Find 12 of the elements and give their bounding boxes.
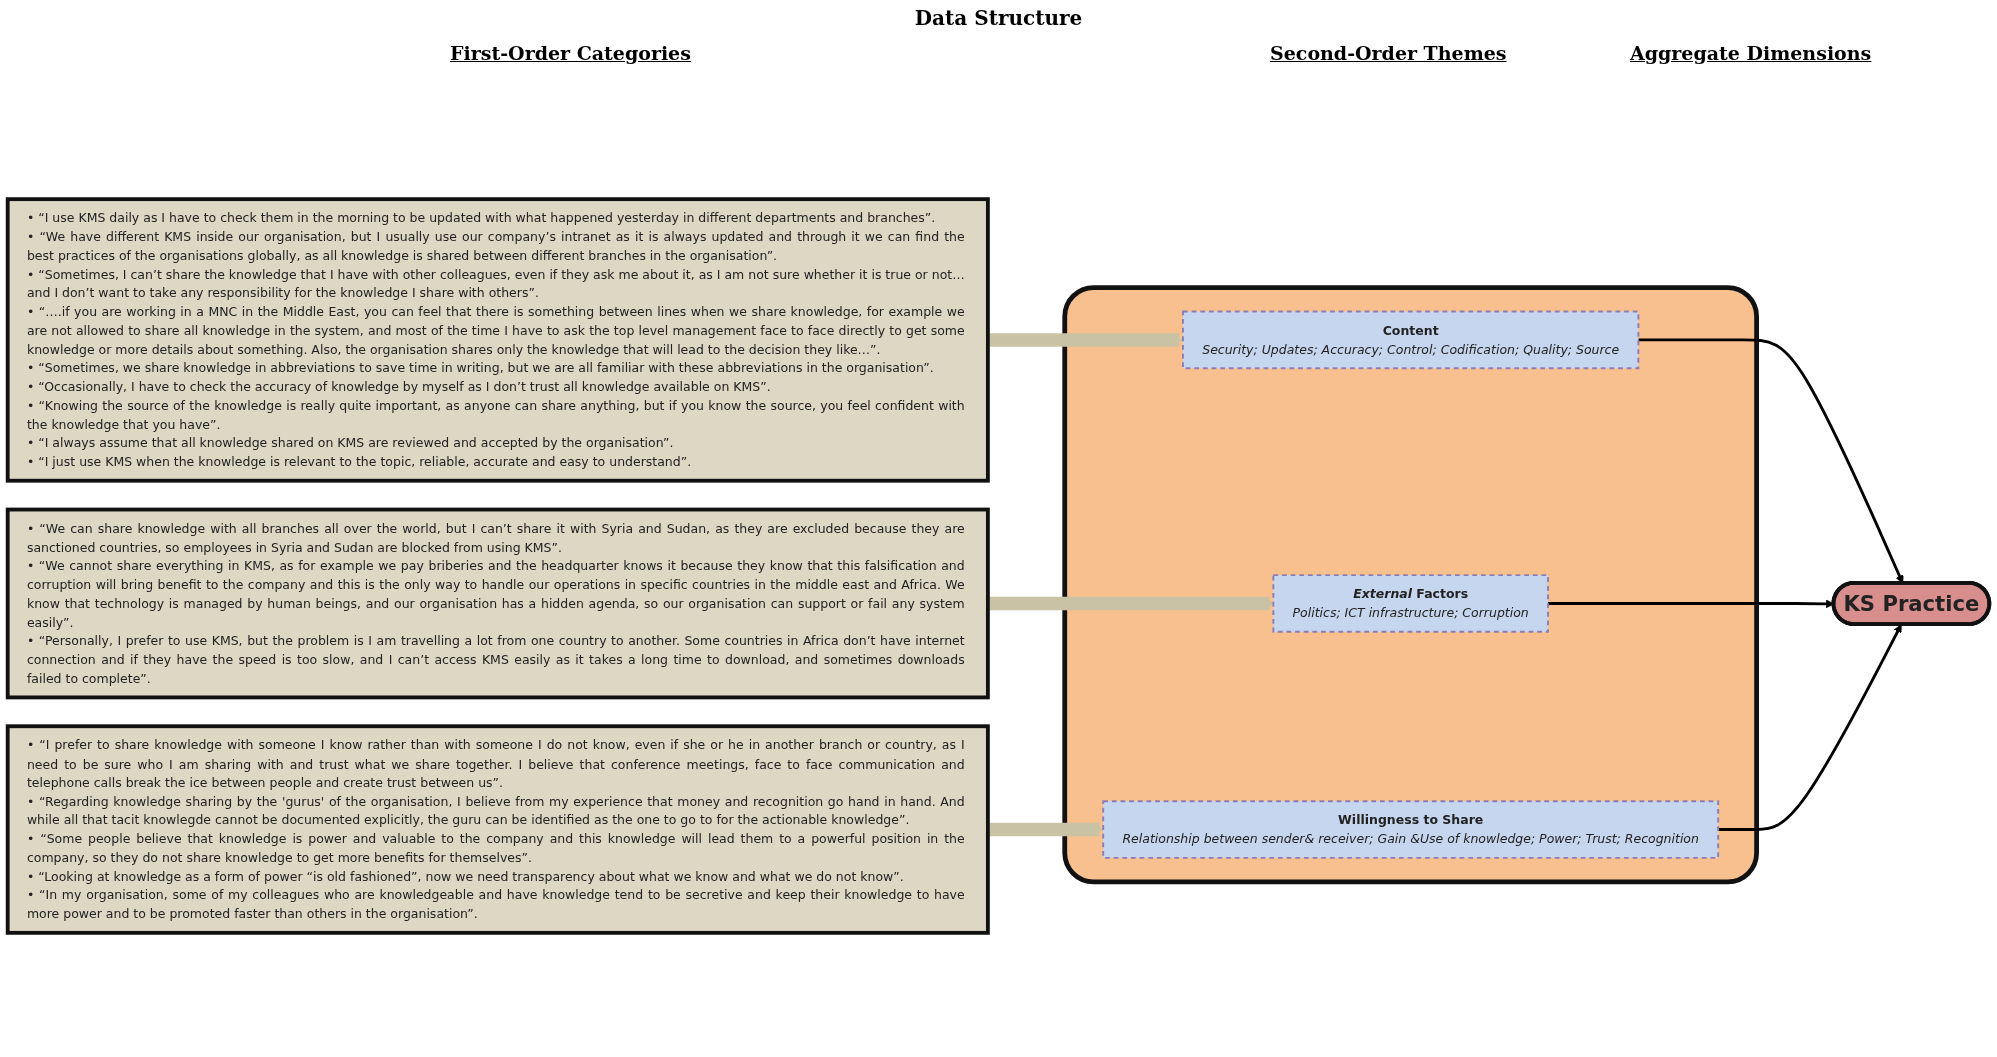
diagram-title: Data Structure xyxy=(913,6,1084,30)
cluster xyxy=(1062,285,1759,885)
node-box: • “I use KMS daily as I have to check them in the morning to be updated with what happened yesterday in different departments and branches”. • “We have different KMS inside our organisation, but I usually use our company’s intranet as it is always updated and through it we can find the best practices of the organisations globally, as all knowledge is shared between different branches in the organisation”. • “Sometimes, I can’t share the knowledge that I have with other colleagues, even if they ask me about it, as I am not sure whether it is true or not… and I don’t want to take any responsibility for the knowledge I share with others”. • “….if you are working in a MNC in the Middle East, you can feel that there is something between lines when we share knowledge, for example we are not allowed to share all knowledge in the system, and most of the time I have to ask the top level management face to face directly to get some knowledge or more details about something. Also, the organisation shares only the knowledge that will lead to the decision they like…”. • “Sometimes, we share knowledge in abbreviations to save time in writing, but we are all familiar with these abbreviations in the organisation”. • “Occasionally, I have to check the accuracy of knowledge by myself as I don’t trust all knowledge available on KMS”. • “Knowing the source of the knowledge is really quite important, as anyone can share anything, but if you know the source, you feel confident with the knowledge that you have”. • “I always assume that all knowledge shared on KMS are reviewed and accepted by the organisation”. • “I just use KMS when the knowledge is relevant to the topic, reliable, accurate and easy to understand”. xyxy=(5,197,990,483)
column-heading: First-Order Categories xyxy=(450,42,691,64)
node-box: Willingness to Share Relationship between sender& receiver; Gain &Use of knowledge; Power; Trust; Recognition xyxy=(1102,800,1720,859)
node-box: Content Security; Updates; Accuracy; Control; Codification; Quality; Source xyxy=(1182,310,1640,370)
arrow xyxy=(1718,624,1902,831)
column-heading: Second-Order Themes xyxy=(1270,42,1507,64)
node-box: • “We can share knowledge with all branches all over the world, but I can’t share it with Syria and Sudan, as they are excluded because they are sanctioned countries, so employees in Syria and Sudan are blocked from using KMS”. • “We cannot share everything in KMS, as for example we pay briberies and the headquarter knows it because they know that this falsification and corruption will bring benefit to the company and this is the only way to handle our operations in specific countries in the middle east and Africa. We know that technology is managed by human beings, and our organisation has a hidden agenda, so our organisation can support or fail any system easily”. • “Personally, I prefer to use KMS, but the problem is I am travelling a lot from one country to another. Some countries in Africa don’t have internet connection and if they have the speed is too slow, and I can’t access KMS easily as it takes a long time to download, and sometimes downloads failed to complete”. xyxy=(5,507,990,700)
node-box: • “I prefer to share knowledge with someone I know rather than with someone I do not know, even if she or he in another branch or country, as I need to be sure who I am sharing with and trust what we share together. I believe that conference meetings, face to face communication and telephone calls break the ice between people and create trust between us”. • “Regarding knowledge sharing by the 'gurus' of the organisation, I believe from my experience that money and recognition go hand in hand. And while all that tacit knowlegde cannot be documented explicitly, the guru can be identified as the one to go to for the actionable knowledge”. • “Some people believe that knowledge is power and valuable to the company and this knowledge will lead them to a powerful position in the company, so they do not share knowledge to get more benefits for themselves”. • “Looking at knowledge as a form of power “is old fashioned”, now we need transparency about what we know and what we do not know”. • “In my organisation, some of my colleagues who are knowledgeable and have knowledge tend to be secretive and keep their knowledge to have more power and to be promoted faster than others in the organisation”. xyxy=(5,724,990,935)
column-heading: Aggregate Dimensions xyxy=(1630,42,1872,64)
node-box: External Factors Politics; ICT infrastructure; Corruption xyxy=(1272,574,1549,633)
